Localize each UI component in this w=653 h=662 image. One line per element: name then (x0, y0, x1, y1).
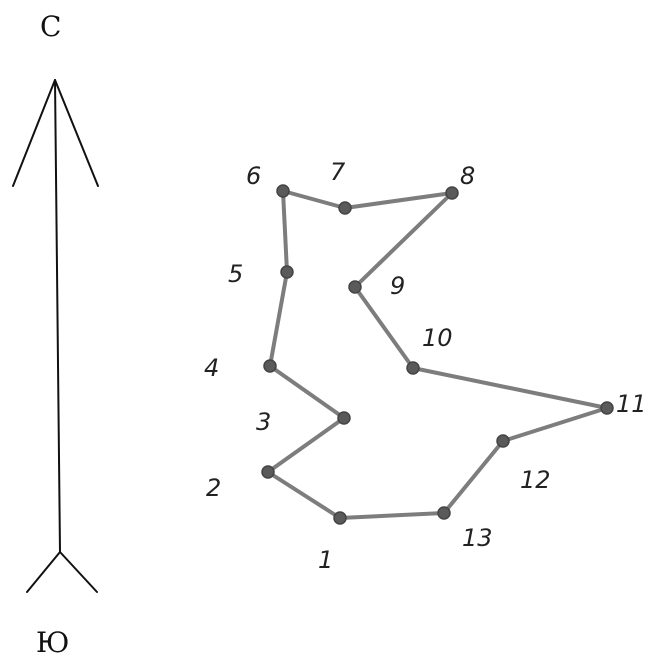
vertex-8 (445, 186, 459, 200)
edge-10-11 (411, 366, 609, 410)
vertex-11 (600, 401, 614, 415)
vertex-9 (348, 280, 362, 294)
polygon-edges (266, 189, 609, 520)
vertex-12 (496, 434, 510, 448)
vertex-label-10: 10 (422, 324, 453, 352)
compass-arrow (12, 79, 99, 593)
edge-1-2 (266, 470, 342, 520)
vertex-label-12: 12 (520, 466, 551, 494)
edge-5-6 (281, 189, 289, 274)
vertex-label-3: 3 (256, 408, 271, 436)
south-fletching-right (59, 551, 98, 593)
vertex-7 (338, 201, 352, 215)
edge-6-7 (281, 189, 347, 210)
vertex-label-9: 9 (390, 272, 405, 300)
edge-12-13 (442, 439, 505, 515)
vertex-label-8: 8 (460, 162, 475, 190)
vertex-10 (406, 361, 420, 375)
vertex-label-6: 6 (246, 162, 261, 190)
edge-11-12 (501, 406, 609, 443)
vertex-label-11: 11 (616, 390, 647, 418)
compass-shaft (54, 79, 61, 553)
vertex-4 (263, 359, 277, 373)
vertex-label-13: 13 (462, 524, 493, 552)
vertex-label-1: 1 (318, 546, 333, 574)
polygon-vertices (261, 184, 614, 525)
vertex-label-2: 2 (206, 474, 221, 502)
south-label: Ю (36, 626, 69, 659)
vertex-label-5: 5 (228, 260, 243, 288)
vertex-6 (276, 184, 290, 198)
vertex-13 (437, 506, 451, 520)
edge-7-8 (343, 191, 454, 210)
vertex-3 (337, 411, 351, 425)
edge-8-9 (353, 191, 454, 289)
edge-13-1 (338, 511, 446, 520)
vertex-label-7: 7 (330, 158, 346, 186)
edge-4-5 (268, 270, 289, 368)
vertex-5 (280, 265, 294, 279)
edge-9-10 (353, 285, 415, 370)
edge-3-4 (268, 364, 346, 420)
vertex-1 (333, 511, 347, 525)
edge-2-3 (266, 416, 346, 474)
vertex-2 (261, 465, 275, 479)
vertex-label-4: 4 (204, 354, 219, 382)
north-arrowhead-left (12, 79, 56, 187)
south-fletching-left (26, 551, 61, 593)
north-arrowhead-right (54, 79, 99, 187)
north-label: С (40, 10, 61, 43)
